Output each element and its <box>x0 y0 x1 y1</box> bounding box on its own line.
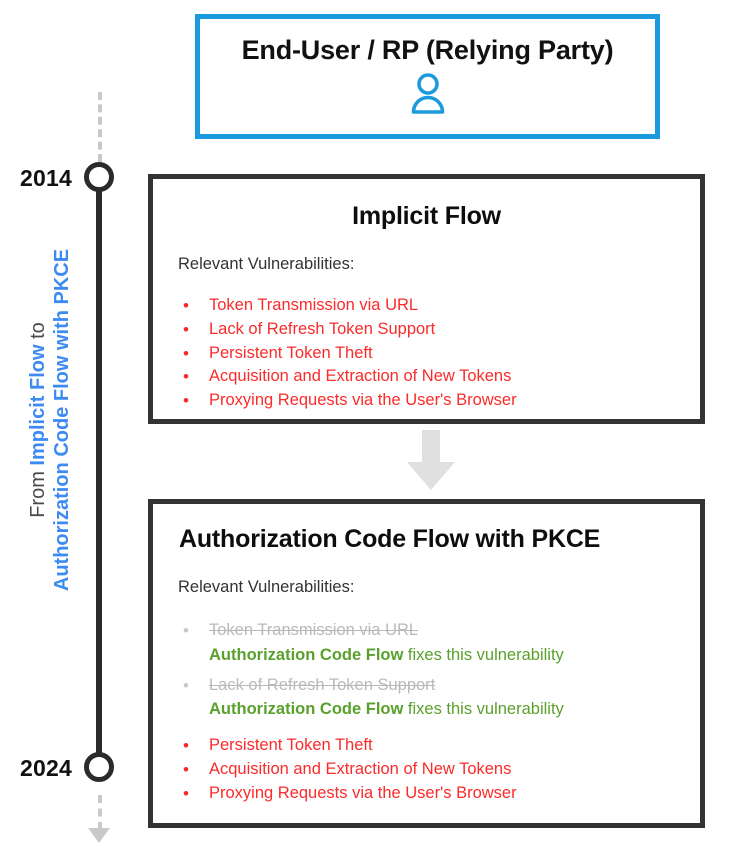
vulnerability-item: Persistent Token Theft <box>181 342 700 366</box>
caption-suffix: to <box>26 322 49 345</box>
fix-note-flow-name: Authorization Code Flow <box>209 700 404 719</box>
vulnerability-item: Persistent Token Theft <box>181 734 700 758</box>
vulnerability-text: Acquisition and Extraction of New Tokens <box>209 367 512 386</box>
vulnerability-item: Lack of Refresh Token Support <box>181 318 700 342</box>
fix-note-text: fixes this vulnerability <box>403 700 564 719</box>
vulnerability-item: Proxying Requests via the User's Browser <box>181 389 700 413</box>
implicit-flow-title: Implicit Flow <box>352 202 501 230</box>
end-user-box: End-User / RP (Relying Party) <box>195 14 660 139</box>
timeline-caption-line2: Authorization Code Flow with PKCE <box>51 248 73 592</box>
fix-note: Authorization Code Flow fixes this vulne… <box>209 644 700 668</box>
fix-note-text: fixes this vulnerability <box>403 645 564 664</box>
caption-prefix: From <box>26 465 49 518</box>
fix-note: Authorization Code Flow fixes this vulne… <box>209 698 700 722</box>
timeline-arrow-icon <box>88 828 110 843</box>
authorization-code-flow-title: Authorization Code Flow with PKCE <box>179 525 601 553</box>
vulnerability-text: Persistent Token Theft <box>209 343 373 362</box>
authcode-vulnerability-list: Token Transmission via URL Authorization … <box>153 619 700 806</box>
end-user-title: End-User / RP (Relying Party) <box>241 34 614 65</box>
user-icon <box>408 72 448 119</box>
struck-vulnerability-text: Lack of Refresh Token Support <box>209 675 436 694</box>
down-arrow-icon <box>405 430 457 492</box>
vulnerability-item: Token Transmission via URL <box>181 294 700 318</box>
timeline-year-start: 2014 <box>20 165 72 191</box>
vulnerability-text: Proxying Requests via the User's Browser <box>209 391 517 409</box>
timeline-dashed-segment-top <box>98 92 102 162</box>
timeline-node-2024[interactable] <box>84 752 114 782</box>
implicit-vulnerability-list: Token Transmission via URL Lack of Refres… <box>153 294 700 413</box>
caption-accent: Implicit Flow <box>26 344 49 466</box>
timeline-year-end: 2024 <box>20 755 72 781</box>
fixed-vulnerability-item: Lack of Refresh Token SupportAuthorizati… <box>181 674 700 723</box>
vulnerability-item: Proxying Requests via the User's Browser <box>181 782 700 806</box>
implicit-flow-box: Implicit Flow Relevant Vulnerabilities: … <box>148 174 705 424</box>
struck-vulnerability-text: Token Transmission via URL <box>209 621 419 639</box>
vulnerability-item: Acquisition and Extraction of New Tokens <box>181 758 700 782</box>
timeline-node-2014[interactable] <box>84 162 114 192</box>
timeline-caption-line1: From Implicit Flow to <box>26 322 50 518</box>
vulnerability-text: Persistent Token Theft <box>209 736 373 754</box>
authorization-code-flow-box: Authorization Code Flow with PKCE Releva… <box>148 499 705 828</box>
implicit-relevant-vulnerabilities-label: Relevant Vulnerabilities: <box>178 255 355 273</box>
authcode-relevant-vulnerabilities-label: Relevant Vulnerabilities: <box>178 578 355 596</box>
vulnerability-text: Acquisition and Extraction of New Tokens <box>209 759 512 778</box>
vulnerability-text: Proxying Requests via the User's Browser <box>209 783 517 802</box>
timeline-dashed-segment-bottom <box>98 795 102 830</box>
timeline-caption: From Implicit Flow to Authorization Code… <box>20 140 80 700</box>
vulnerability-text: Lack of Refresh Token Support <box>209 319 436 338</box>
fix-note-flow-name: Authorization Code Flow <box>209 645 404 664</box>
timeline: 2014 2024 From Implicit Flow to Authoriz… <box>0 0 148 857</box>
vulnerability-text: Token Transmission via URL <box>209 296 419 314</box>
fixed-vulnerability-item: Token Transmission via URL Authorization … <box>181 619 700 668</box>
timeline-solid-line <box>96 185 102 760</box>
vulnerability-item: Acquisition and Extraction of New Tokens <box>181 365 700 389</box>
